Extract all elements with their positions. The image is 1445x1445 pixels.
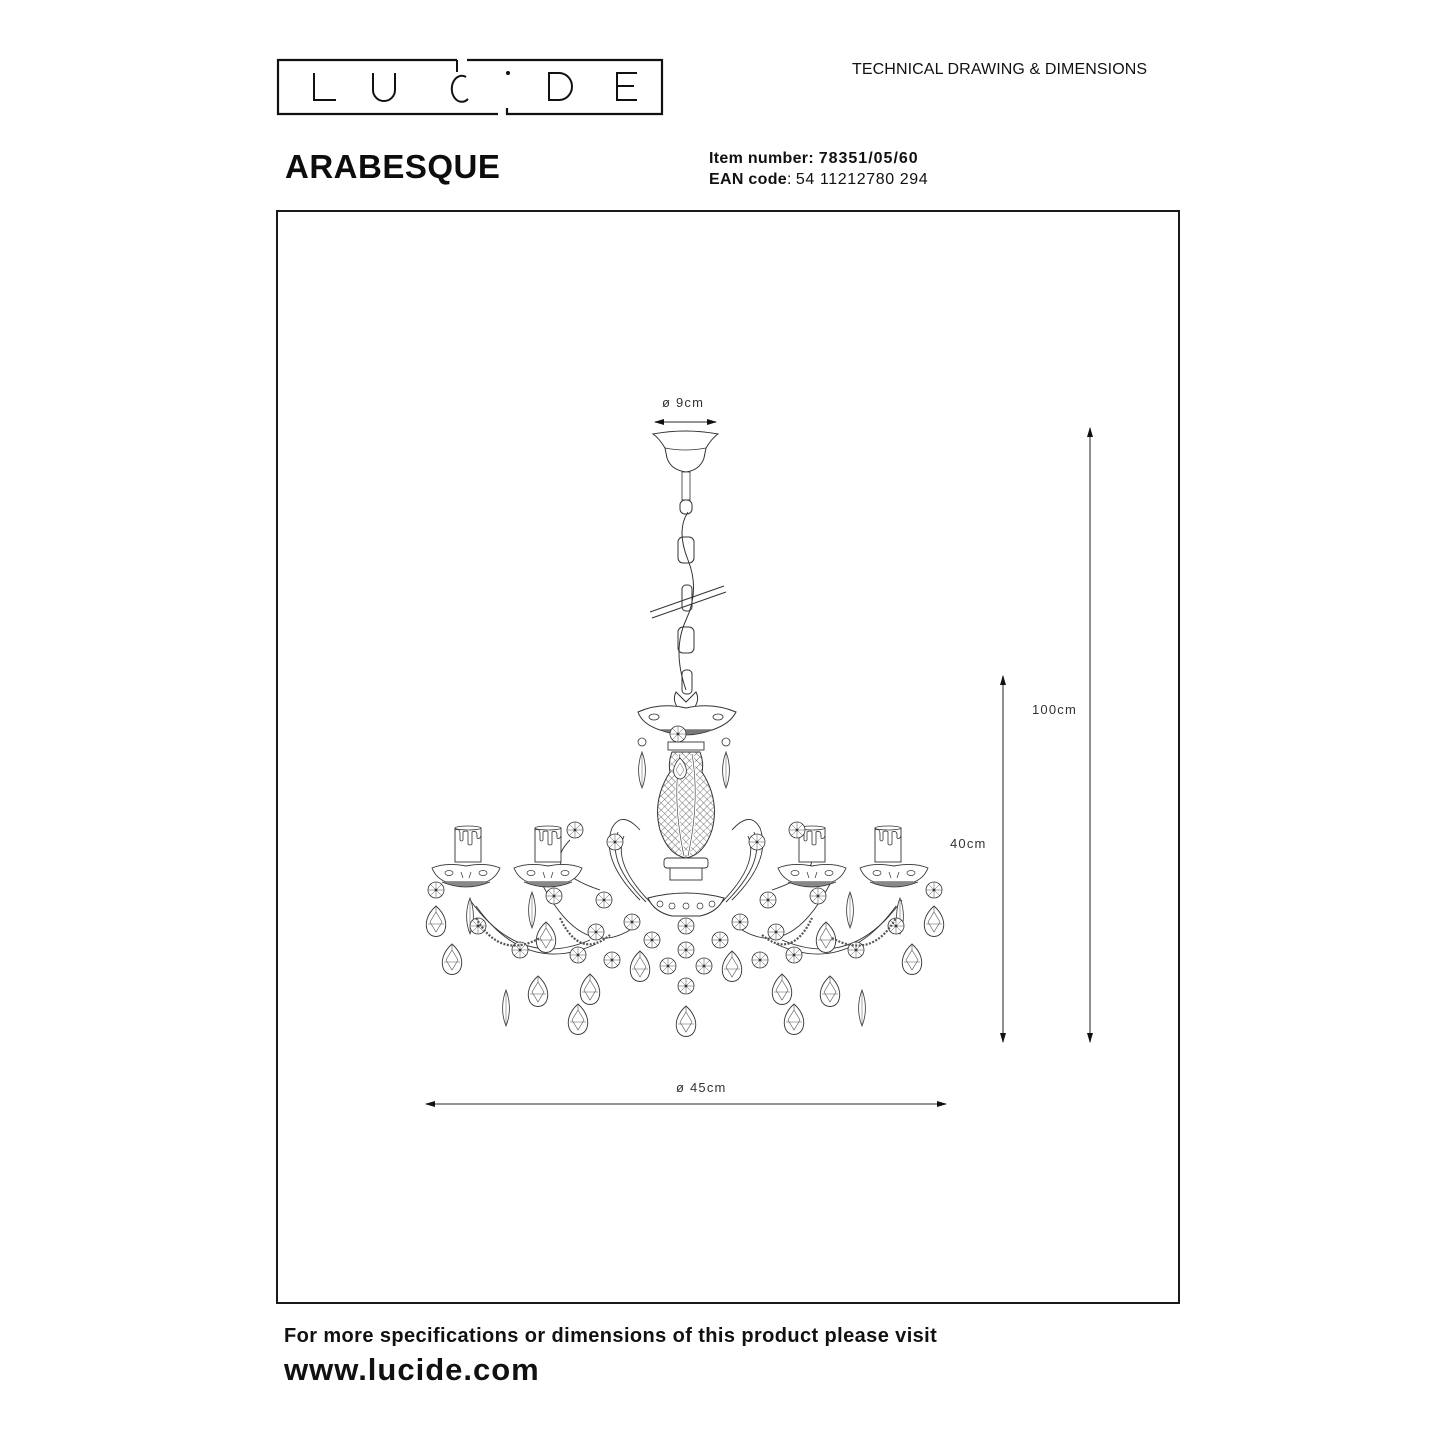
drawing-frame [276,210,1180,1304]
item-number-label: Item number [709,150,809,167]
footer-info-text: For more specifications or dimensions of… [284,1325,938,1347]
lucide-logo-mark [276,58,664,116]
product-meta: Item number: 78351/05/60 EAN code: 54 11… [709,148,928,190]
website-link[interactable]: www.lucide.com [284,1352,540,1387]
product-name: ARABESQUE [285,148,501,185]
total-height-label: 100cm [1032,702,1078,717]
item-number-value: 78351/05/60 [818,150,919,167]
body-height-label: 40cm [950,836,987,851]
item-number-row: Item number: 78351/05/60 [709,148,928,169]
ean-code-row: EAN code: 54 11212780 294 [709,169,928,190]
ean-code-label: EAN code [709,171,787,188]
body-diameter-label: ø 45cm [676,1080,727,1095]
lucide-logo [276,58,664,116]
ean-code-value: 54 11212780 294 [795,171,929,188]
ean-code-colon: : [786,171,796,188]
item-number-colon: : [808,150,819,167]
canopy-diameter-label: ø 9cm [662,395,705,410]
document-type-label: TECHNICAL DRAWING & DIMENSIONS [852,61,1148,78]
